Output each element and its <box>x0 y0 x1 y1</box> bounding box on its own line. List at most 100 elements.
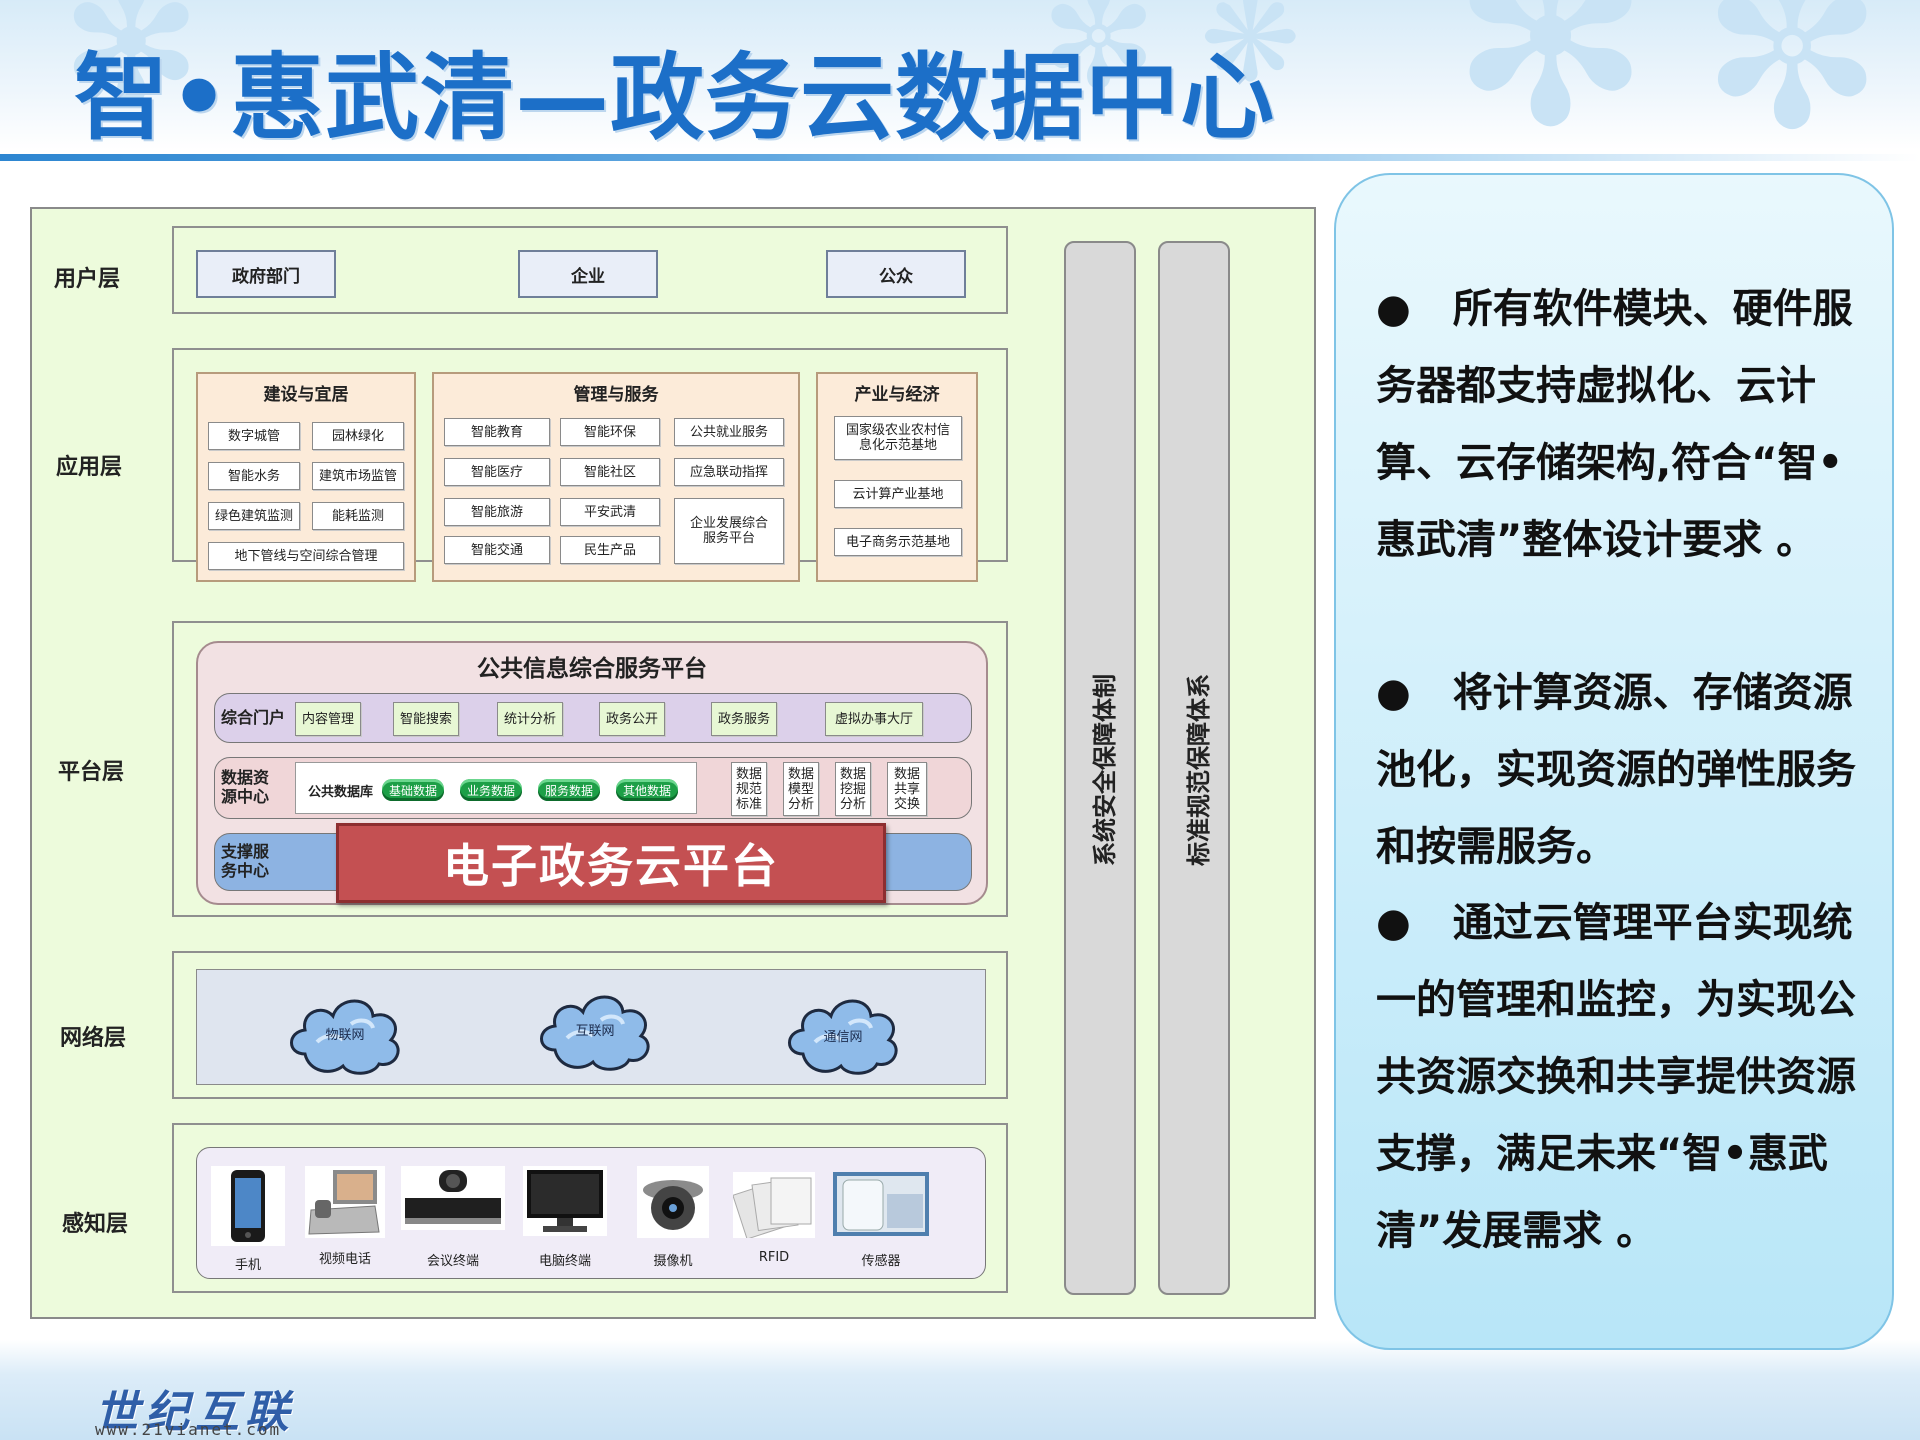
page-title: 智•惠武清—政务云数据中心 <box>74 44 1276 153</box>
portal-chip[interactable]: 政务服务 <box>711 702 777 736</box>
snowflake-decoration-icon: ❋ <box>1200 0 1301 109</box>
portal-chip[interactable]: 智能搜索 <box>393 702 459 736</box>
title-underline <box>0 154 1920 161</box>
security-system-bar[interactable]: 系统安全保障体制 <box>1064 241 1136 1295</box>
app-chip[interactable]: 公共就业服务 <box>674 418 784 446</box>
public-database-box: 公共数据库 基础数据 业务数据 服务数据 其他数据 <box>295 762 697 814</box>
computer-monitor-icon[interactable] <box>523 1166 607 1236</box>
standards-system-bar[interactable]: 标准规范保障体系 <box>1158 241 1230 1295</box>
app-chip[interactable]: 国家级农业农村信息化示范基地 <box>834 416 962 460</box>
network-panel: 物联网 互联网 通信网 <box>196 969 986 1085</box>
section-title: 产业与经济 <box>854 385 940 405</box>
sense-layer-box: 手机 视频电话 会议终端 电脑终端 <box>172 1123 1008 1293</box>
app-chip[interactable]: 园林绿化 <box>312 422 404 450</box>
database-cylinder-icon[interactable]: 其他数据 <box>616 779 678 801</box>
layer-label-app: 应用层 <box>56 455 123 480</box>
platform-layer-box: 公共信息综合服务平台 综合门户 内容管理 智能搜索 统计分析 政务公开 政务服务… <box>172 621 1008 917</box>
app-chip[interactable]: 企业发展综合服务平台 <box>674 498 784 564</box>
egov-cloud-banner[interactable]: 电子政务云平台 <box>336 823 886 903</box>
cloud-icon[interactable] <box>535 980 655 1074</box>
security-system-label: 系统安全保障体制 <box>1091 674 1119 866</box>
company-url: www.21vianet.com <box>95 1420 282 1439</box>
app-chip[interactable]: 智能水务 <box>208 462 300 490</box>
device-label: 视频电话 <box>318 1252 371 1267</box>
portal-chip[interactable]: 内容管理 <box>295 702 361 736</box>
data-tool-chip[interactable]: 数据挖掘分析 <box>835 762 871 816</box>
sensor-icon[interactable] <box>833 1172 929 1236</box>
data-tool-chip[interactable]: 数据规范标准 <box>731 762 767 816</box>
portal-chip[interactable]: 政务公开 <box>599 702 665 736</box>
security-camera-icon[interactable] <box>637 1166 709 1238</box>
app-chip[interactable]: 智能交通 <box>444 536 550 564</box>
section-title: 建设与宜居 <box>263 385 349 405</box>
bullet-dot-icon: ● <box>1376 900 1411 946</box>
data-tool-chip[interactable]: 数据共享交换 <box>887 762 927 816</box>
conference-terminal-icon[interactable] <box>401 1166 505 1230</box>
layer-label-network: 网络层 <box>60 1026 127 1051</box>
app-chip[interactable]: 绿色建筑监测 <box>208 502 300 530</box>
device-label: 会议终端 <box>426 1254 479 1269</box>
cloud-label: 互联网 <box>575 1024 615 1039</box>
app-chip[interactable]: 地下管线与空间综合管理 <box>208 542 404 570</box>
app-chip[interactable]: 智能环保 <box>560 418 660 446</box>
database-cylinder-icon[interactable]: 业务数据 <box>460 779 522 801</box>
device-label: 摄像机 <box>653 1254 693 1269</box>
app-chip[interactable]: 云计算产业基地 <box>834 480 962 508</box>
video-phone-icon[interactable] <box>305 1166 385 1238</box>
bullet-text: 所有软件模块、硬件服务器都支持虚拟化、云计算、云存储架构,符合“智•惠武清”整体… <box>1376 286 1853 563</box>
rfid-card-icon[interactable] <box>733 1172 815 1238</box>
app-chip[interactable]: 能耗监测 <box>312 502 404 530</box>
app-chip[interactable]: 智能社区 <box>560 458 660 486</box>
snowflake-decoration-icon: ✻ <box>60 0 203 144</box>
app-chip[interactable]: 平安武清 <box>560 498 660 526</box>
cloud-label: 物联网 <box>325 1028 365 1043</box>
snowflake-decoration-icon: ✼ <box>1040 0 1158 121</box>
app-chip[interactable]: 智能旅游 <box>444 498 550 526</box>
section-title: 管理与服务 <box>573 385 659 405</box>
bullet-text: 通过云管理平台实现统一的管理和监控，为实现公共资源交换和共享提供资源支撑，满足未… <box>1376 900 1856 1254</box>
data-tool-chip[interactable]: 数据模型分析 <box>783 762 819 816</box>
app-chip[interactable]: 民生产品 <box>560 536 660 564</box>
portal-band: 综合门户 内容管理 智能搜索 统计分析 政务公开 政务服务 虚拟办事大厅 <box>214 693 972 743</box>
snowflake-decoration-icon: ✻ <box>1450 0 1652 180</box>
user-box-government[interactable]: 政府部门 <box>196 250 336 298</box>
mobile-phone-icon[interactable] <box>211 1166 285 1246</box>
cloud-icon[interactable] <box>285 984 405 1078</box>
bullet-text: 将计算资源、存储资源池化，实现资源的弹性服务和按需服务。 <box>1376 670 1856 870</box>
device-label: 手机 <box>234 1258 261 1273</box>
company-logo: 世纪互联 <box>95 1387 295 1438</box>
device-label: 传感器 <box>861 1254 901 1269</box>
description-panel: ● 所有软件模块、硬件服务器都支持虚拟化、云计算、云存储架构,符合“智•惠武清”… <box>1334 173 1894 1350</box>
app-chip[interactable]: 电子商务示范基地 <box>834 528 962 556</box>
bullet-dot-icon: ● <box>1376 286 1411 332</box>
user-layer-box: 政府部门 企业 公众 <box>172 226 1008 314</box>
device-label: RFID <box>758 1250 790 1265</box>
cloud-label: 通信网 <box>823 1030 863 1045</box>
architecture-diagram: 用户层 应用层 平台层 网络层 感知层 政府部门 企业 公众 建设与宜居 数字城… <box>30 207 1316 1319</box>
portal-chip[interactable]: 统计分析 <box>497 702 563 736</box>
app-chip[interactable]: 建筑市场监管 <box>312 462 404 490</box>
app-chip[interactable]: 智能医疗 <box>444 458 550 486</box>
user-box-public[interactable]: 公众 <box>826 250 966 298</box>
app-section-industry: 产业与经济 国家级农业农村信息化示范基地 云计算产业基地 电子商务示范基地 <box>816 372 978 582</box>
database-cylinder-icon[interactable]: 基础数据 <box>382 779 444 801</box>
app-chip[interactable]: 智能教育 <box>444 418 550 446</box>
layer-label-user: 用户层 <box>54 267 121 292</box>
snowflake-decoration-icon: ✼ <box>1700 0 1885 178</box>
bullet-paragraph-2: ● 将计算资源、存储资源池化，实现资源的弹性服务和按需服务。 <box>1376 655 1876 886</box>
user-box-enterprise[interactable]: 企业 <box>518 250 658 298</box>
bullet-dot-icon: ● <box>1376 670 1411 716</box>
portal-label: 综合门户 <box>221 708 286 727</box>
cloud-icon[interactable] <box>783 984 903 1078</box>
app-section-build: 建设与宜居 数字城管 园林绿化 智能水务 建筑市场监管 绿色建筑监测 能耗监测 … <box>196 372 416 582</box>
app-section-manage: 管理与服务 智能教育 智能环保 公共就业服务 智能医疗 智能社区 应急联动指挥 … <box>432 372 800 582</box>
app-chip[interactable]: 数字城管 <box>208 422 300 450</box>
database-cylinder-icon[interactable]: 服务数据 <box>538 779 600 801</box>
data-center-label: 数据资源中心 <box>221 768 270 806</box>
support-label: 支撑服务中心 <box>221 842 270 880</box>
platform-title: 公共信息综合服务平台 <box>477 656 707 682</box>
portal-chip[interactable]: 虚拟办事大厅 <box>825 702 923 736</box>
layer-label-sense: 感知层 <box>62 1212 129 1237</box>
app-chip[interactable]: 应急联动指挥 <box>674 458 784 486</box>
public-database-label: 公共数据库 <box>308 785 374 800</box>
